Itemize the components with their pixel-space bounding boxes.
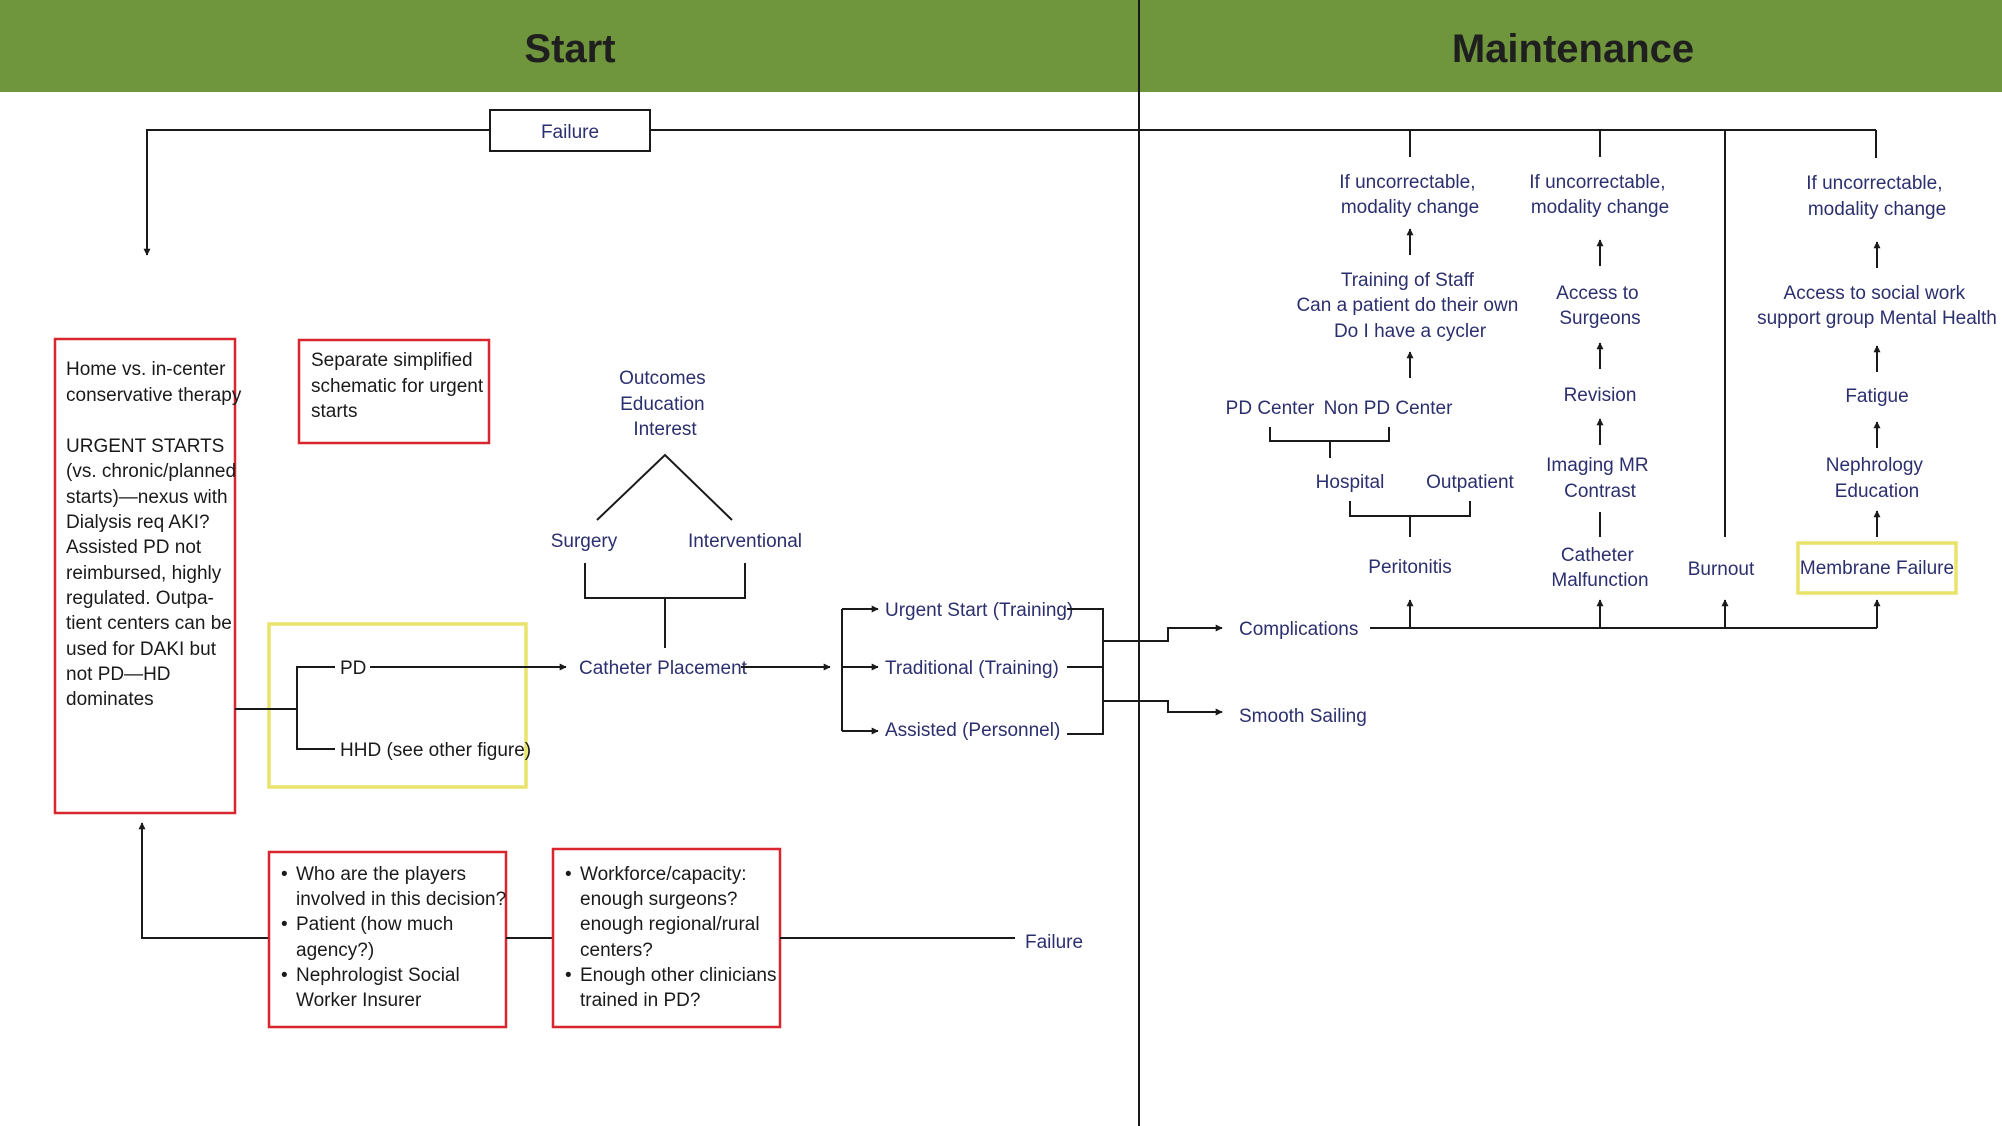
fatigue-label: Fatigue (1845, 386, 1908, 407)
start-title: Start (524, 27, 615, 71)
surgery-label: Surgery (551, 531, 618, 552)
urgent-schematic-box (297, 338, 491, 445)
workforce-box (551, 847, 782, 1029)
failure-bottom-label: Failure (1025, 932, 1083, 953)
membrane-failure-label: Membrane Failure (1800, 558, 1954, 579)
center-bracket (1269, 427, 1390, 442)
nephrology-education-label: Nephrology Education (1826, 455, 1928, 502)
outcomes-label: Outcomes Education Interest (619, 368, 711, 440)
workforce-bullets: •Workforce/capacity: enough surgeons? en… (565, 864, 782, 1011)
failure-loop-left (143, 129, 490, 256)
smooth-sailing-label: Smooth Sailing (1239, 706, 1367, 727)
catheter-malfunction-label: Catheter Malfunction (1551, 545, 1648, 591)
catheter-modality-change: If uncorrectable, modality change (1529, 172, 1671, 218)
placement-bracket (584, 563, 746, 599)
modality-bracket (296, 666, 335, 750)
peritonitis-modality-change: If uncorrectable, modality change (1339, 172, 1481, 218)
assisted-label: Assisted (Personnel) (885, 720, 1060, 741)
pd-center-label: PD Center (1226, 398, 1315, 419)
players-box (267, 850, 508, 1029)
urgent-schematic-text: Separate simplified schematic for urgent… (311, 350, 488, 422)
outpatient-label: Outpatient (1426, 472, 1514, 493)
non-pd-center-label: Non PD Center (1324, 398, 1454, 419)
membrane-modality-change: If uncorrectable, modality change (1806, 173, 1948, 220)
hospital-label: Hospital (1316, 472, 1385, 493)
maintenance-title: Maintenance (1452, 27, 1694, 71)
outcomes-branch (596, 453, 733, 521)
failure-top-label: Failure (541, 122, 599, 143)
setting-bracket (1349, 501, 1471, 517)
modality-choice-box (267, 622, 528, 789)
outcome-bracket (1067, 608, 1104, 735)
to-complications-arrow (1103, 624, 1223, 642)
membrane-failure-box (1796, 541, 1958, 595)
peritonitis-label: Peritonitis (1368, 557, 1451, 578)
complications-label: Complications (1239, 619, 1358, 640)
players-to-conservative-arrow (138, 822, 269, 939)
training-of-staff-label: Training of Staff Can a patient do their… (1296, 270, 1523, 342)
players-bullets: •Who are the players involved in this de… (281, 864, 511, 1011)
social-work-label: Access to social work support group Ment… (1757, 283, 1997, 329)
traditional-label: Traditional (Training) (885, 658, 1059, 679)
header-band (0, 0, 2002, 92)
failure-box-top (489, 109, 651, 152)
revision-label: Revision (1564, 385, 1637, 406)
to-smooth-sailing-arrow (1103, 700, 1223, 716)
burnout-label: Burnout (1688, 559, 1755, 580)
interventional-label: Interventional (688, 531, 802, 552)
urgent-start-label: Urgent Start (Training) (885, 600, 1073, 621)
conservative-therapy-box (53, 337, 237, 815)
catheter-placement-label: Catheter Placement (579, 658, 748, 679)
access-to-surgeons-label: Access to Surgeons (1556, 283, 1644, 329)
hhd-label: HHD (see other figure) (340, 740, 531, 761)
pd-label: PD (340, 658, 366, 679)
conservative-therapy-text: Home vs. in-center conservative therapy … (66, 359, 247, 710)
imaging-label: Imaging MR Contrast (1546, 455, 1654, 502)
